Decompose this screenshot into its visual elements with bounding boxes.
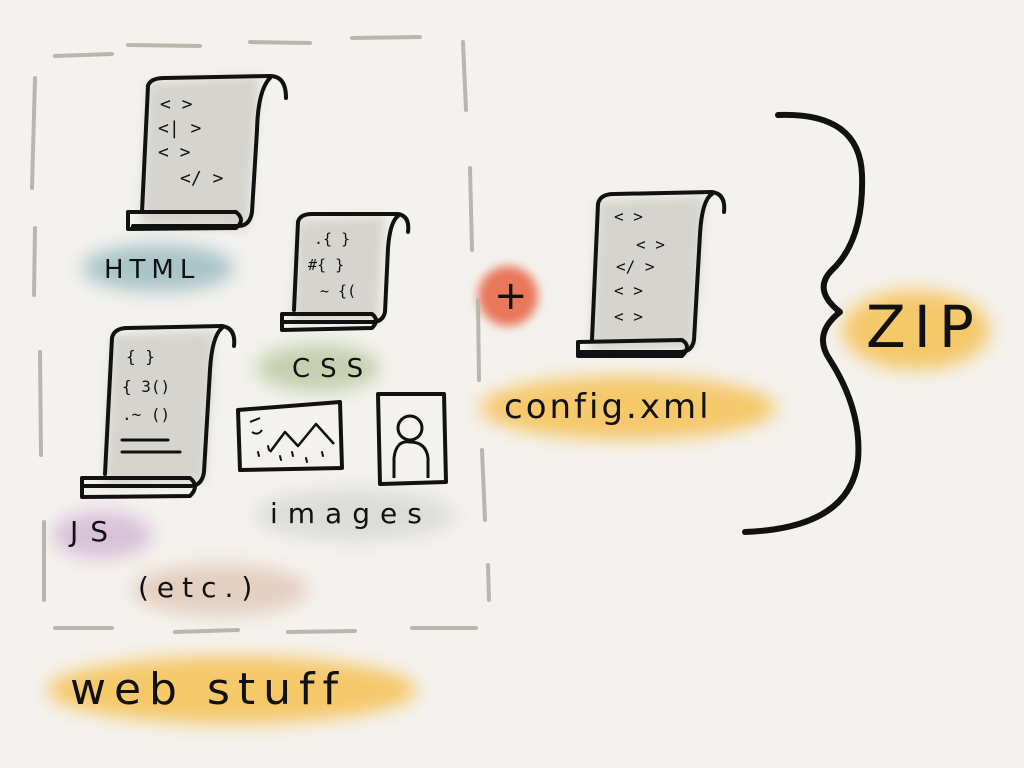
etc-label: (etc.) <box>138 571 261 604</box>
js-highlight <box>52 511 152 559</box>
config-glyph-line: < > <box>614 207 643 226</box>
plus-highlight <box>478 266 538 326</box>
portrait-image-icon <box>376 392 448 486</box>
plus-sign: + <box>494 273 528 319</box>
zip-label: ZIP <box>866 293 982 361</box>
html-glyph-line: < > <box>158 142 191 163</box>
config-highlight <box>480 376 776 440</box>
config-file-scroll: < > < > </ > < > < > <box>576 189 727 358</box>
web-stuff-label: web stuff <box>70 664 347 715</box>
landscape-image-icon <box>236 400 344 472</box>
html-file-scroll: < > <| > < > </ > <box>126 73 288 231</box>
html-label: HTML <box>104 255 201 285</box>
highlights <box>47 244 990 724</box>
config-label: config.xml <box>504 387 712 427</box>
zip-highlight <box>842 290 990 370</box>
js-label: JS <box>70 515 121 548</box>
js-file-scroll: { } { 3() .~ () <box>80 323 237 499</box>
etc-highlight <box>132 564 308 616</box>
js-glyph-line: { 3() <box>122 377 170 396</box>
css-file-scroll: .{ } #{ } ~ {( <box>280 212 411 332</box>
css-glyph-line: #{ } <box>308 256 344 274</box>
web-stuff-highlight <box>47 656 417 724</box>
js-glyph-line: .~ () <box>122 405 170 424</box>
html-glyph-line: <| > <box>158 118 202 139</box>
curly-brace-icon <box>742 111 866 535</box>
config-glyph-line: < > <box>614 307 643 326</box>
config-glyph-line: </ > <box>616 257 655 276</box>
web-stuff-boundary <box>30 35 491 634</box>
js-glyph-line: { } <box>126 347 155 366</box>
images-highlight <box>255 489 455 541</box>
css-label: CSS <box>292 354 374 384</box>
config-glyph-line: < > <box>636 235 665 254</box>
config-glyph-line: < > <box>614 281 643 300</box>
css-glyph-line: ~ {( <box>320 282 356 300</box>
css-glyph-line: .{ } <box>314 230 350 248</box>
html-glyph-line: < > <box>160 94 193 115</box>
images-label: images <box>270 497 432 530</box>
css-highlight <box>256 344 380 392</box>
html-glyph-line: </ > <box>180 168 224 189</box>
html-highlight <box>82 244 234 292</box>
